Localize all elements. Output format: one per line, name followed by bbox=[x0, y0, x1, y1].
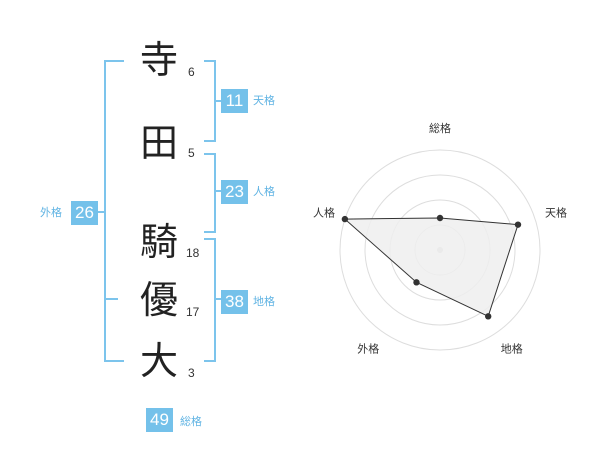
radar-axis-label: 天格 bbox=[545, 205, 567, 219]
jinkaku-label: 人格 bbox=[253, 185, 275, 198]
chikaku-bracket-connector bbox=[214, 298, 222, 300]
name-char-2: 田 bbox=[140, 121, 179, 165]
stroke-count-5: 3 bbox=[188, 366, 195, 380]
gaikaku-score: 26 bbox=[71, 201, 98, 225]
gaikaku-label: 外格 bbox=[40, 206, 62, 219]
gaikaku-bracket-notch bbox=[104, 298, 118, 300]
stroke-count-1: 6 bbox=[188, 65, 195, 79]
stroke-count-3: 18 bbox=[186, 246, 200, 260]
radar-point bbox=[436, 214, 444, 222]
jinkaku-bracket bbox=[204, 153, 216, 233]
radar-point bbox=[514, 221, 522, 228]
jinkaku-score: 23 bbox=[221, 180, 248, 204]
radar-point bbox=[341, 215, 349, 223]
tenkaku-bracket-connector bbox=[214, 100, 222, 102]
radar-polygon bbox=[343, 217, 519, 318]
radar-axis-label: 外格 bbox=[357, 342, 379, 356]
gaikaku-bracket-connector bbox=[96, 211, 106, 213]
radar-ring bbox=[364, 174, 516, 326]
radar-axis-label: 総格 bbox=[429, 121, 451, 135]
name-char-1: 寺 bbox=[140, 38, 179, 82]
radar-point bbox=[484, 313, 492, 320]
chikaku-score: 38 bbox=[221, 290, 248, 314]
stroke-count-2: 5 bbox=[188, 146, 195, 160]
radar-axis-label: 人格 bbox=[313, 205, 335, 219]
tenkaku-score: 11 bbox=[221, 89, 248, 113]
stroke-count-4: 17 bbox=[186, 305, 200, 319]
name-char-3: 騎 bbox=[140, 220, 179, 264]
radar-point bbox=[413, 279, 420, 286]
radar-ring bbox=[339, 149, 541, 351]
soukaku-label: 総格 bbox=[180, 415, 202, 428]
chikaku-label: 地格 bbox=[253, 295, 275, 308]
tenkaku-label: 天格 bbox=[253, 94, 275, 107]
radar-axis-label: 地格 bbox=[501, 342, 523, 356]
name-char-4: 優 bbox=[140, 278, 179, 322]
chikaku-bracket bbox=[204, 238, 216, 362]
name-char-5: 大 bbox=[140, 339, 179, 383]
jinkaku-bracket-connector bbox=[214, 190, 222, 192]
soukaku-score: 49 bbox=[146, 408, 173, 432]
